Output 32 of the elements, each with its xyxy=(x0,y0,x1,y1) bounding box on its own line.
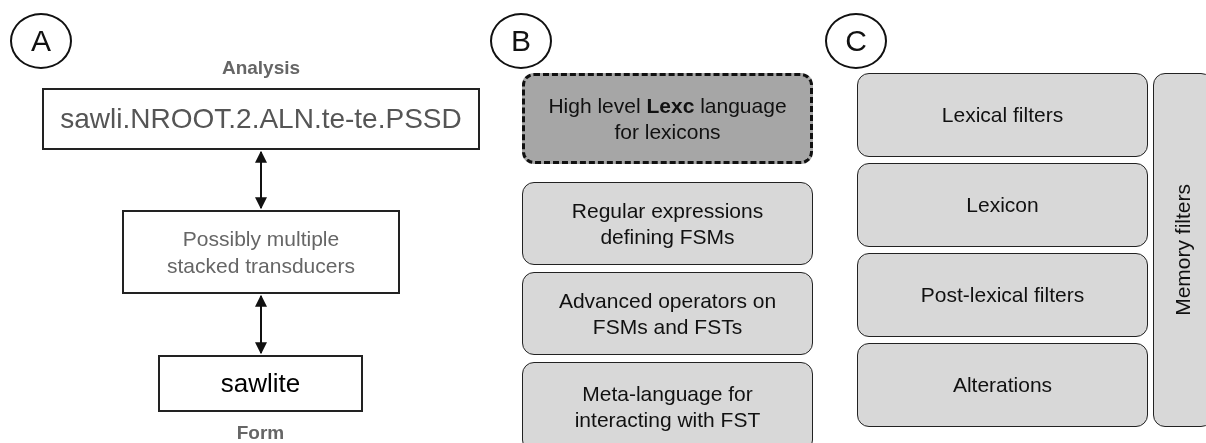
box-label: Regular expressions defining FSMs xyxy=(570,197,765,250)
heading-label: Form xyxy=(235,422,286,443)
panel-letter: B xyxy=(511,24,531,58)
box-label: Advanced operators on FSMs and FSTs xyxy=(557,287,778,340)
word-form: sawlite xyxy=(220,368,301,399)
transducer-box xyxy=(122,210,400,294)
language-box xyxy=(522,73,813,164)
panel-letter: C xyxy=(845,24,867,58)
panel-letter-circle xyxy=(10,13,72,69)
double-arrow xyxy=(255,294,267,355)
box-label: Lexical filters xyxy=(940,102,1065,128)
side-bar xyxy=(1153,73,1206,427)
layer-box xyxy=(522,362,813,443)
double-arrow xyxy=(255,150,267,210)
tag-string: sawli.NROOT.2.ALN.te-te.PSSD xyxy=(60,103,462,135)
panel-letter-circle xyxy=(490,13,552,69)
layer-box xyxy=(857,73,1148,157)
box-label: Alterations xyxy=(951,372,1054,398)
panel-letter-circle xyxy=(825,13,887,69)
layer-box xyxy=(522,272,813,355)
box-label: Post-lexical filters xyxy=(919,282,1086,308)
layer-box xyxy=(522,182,813,265)
layer-box xyxy=(857,163,1148,247)
box-label: High level Lexc language for lexicons xyxy=(547,92,788,145)
box-label: Meta-language for interacting with FST xyxy=(573,381,762,433)
panel-letter: A xyxy=(31,24,51,58)
box-label: Possibly multiple stacked transducers xyxy=(166,225,356,279)
heading-label: Analysis xyxy=(220,57,302,79)
box-label: Memory filters xyxy=(1170,184,1196,316)
box-label: Lexicon xyxy=(965,192,1040,218)
layer-box xyxy=(857,343,1148,427)
layer-box xyxy=(857,253,1148,337)
